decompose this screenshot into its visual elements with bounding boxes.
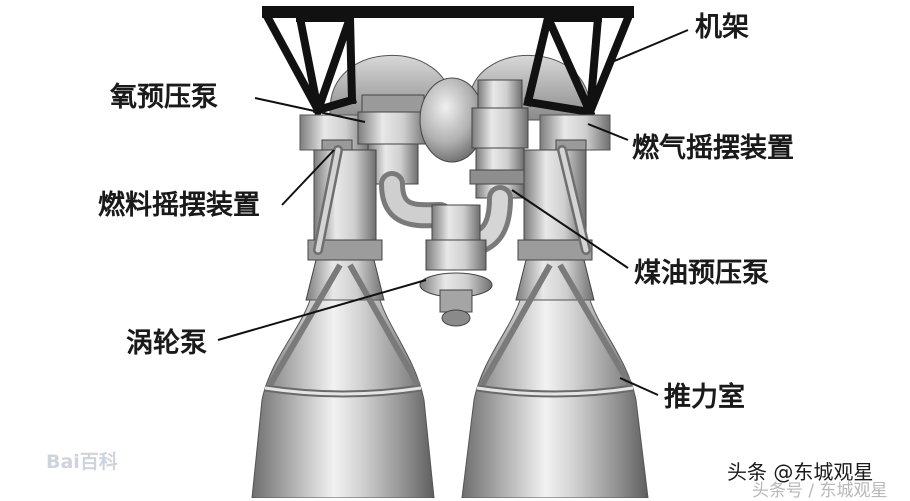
gimbal-actuators	[313, 145, 591, 255]
kerosene-prepump	[469, 79, 531, 199]
right-nozzle	[461, 299, 649, 498]
baidu-watermark: Bai百科	[46, 451, 118, 473]
label-kerosene-prepump: 煤油预压泵	[634, 258, 769, 289]
nozzle-ring-highlights	[264, 386, 634, 396]
label-frame: 机架	[695, 12, 749, 43]
label-oxidizer-prepump: 氧预压泵	[110, 82, 218, 113]
nozzle-feed-tubes	[267, 263, 633, 387]
left-nozzle	[251, 299, 435, 498]
credit-watermark: 头条 @东城观星	[727, 460, 874, 484]
label-fuel-gimbal: 燃料摇摆装置	[98, 190, 260, 221]
label-turbopump: 涡轮泵	[126, 328, 207, 359]
label-thrust-chamber: 推力室	[664, 382, 745, 413]
leader-lines	[217, 29, 689, 396]
label-gas-gimbal: 燃气摇摆装置	[632, 133, 794, 164]
credit-watermark-faded: 头条号 / 东城观星	[752, 481, 888, 501]
engine-frame	[262, 6, 634, 118]
left-combustion-chamber	[305, 149, 385, 301]
turbopump	[419, 204, 493, 327]
